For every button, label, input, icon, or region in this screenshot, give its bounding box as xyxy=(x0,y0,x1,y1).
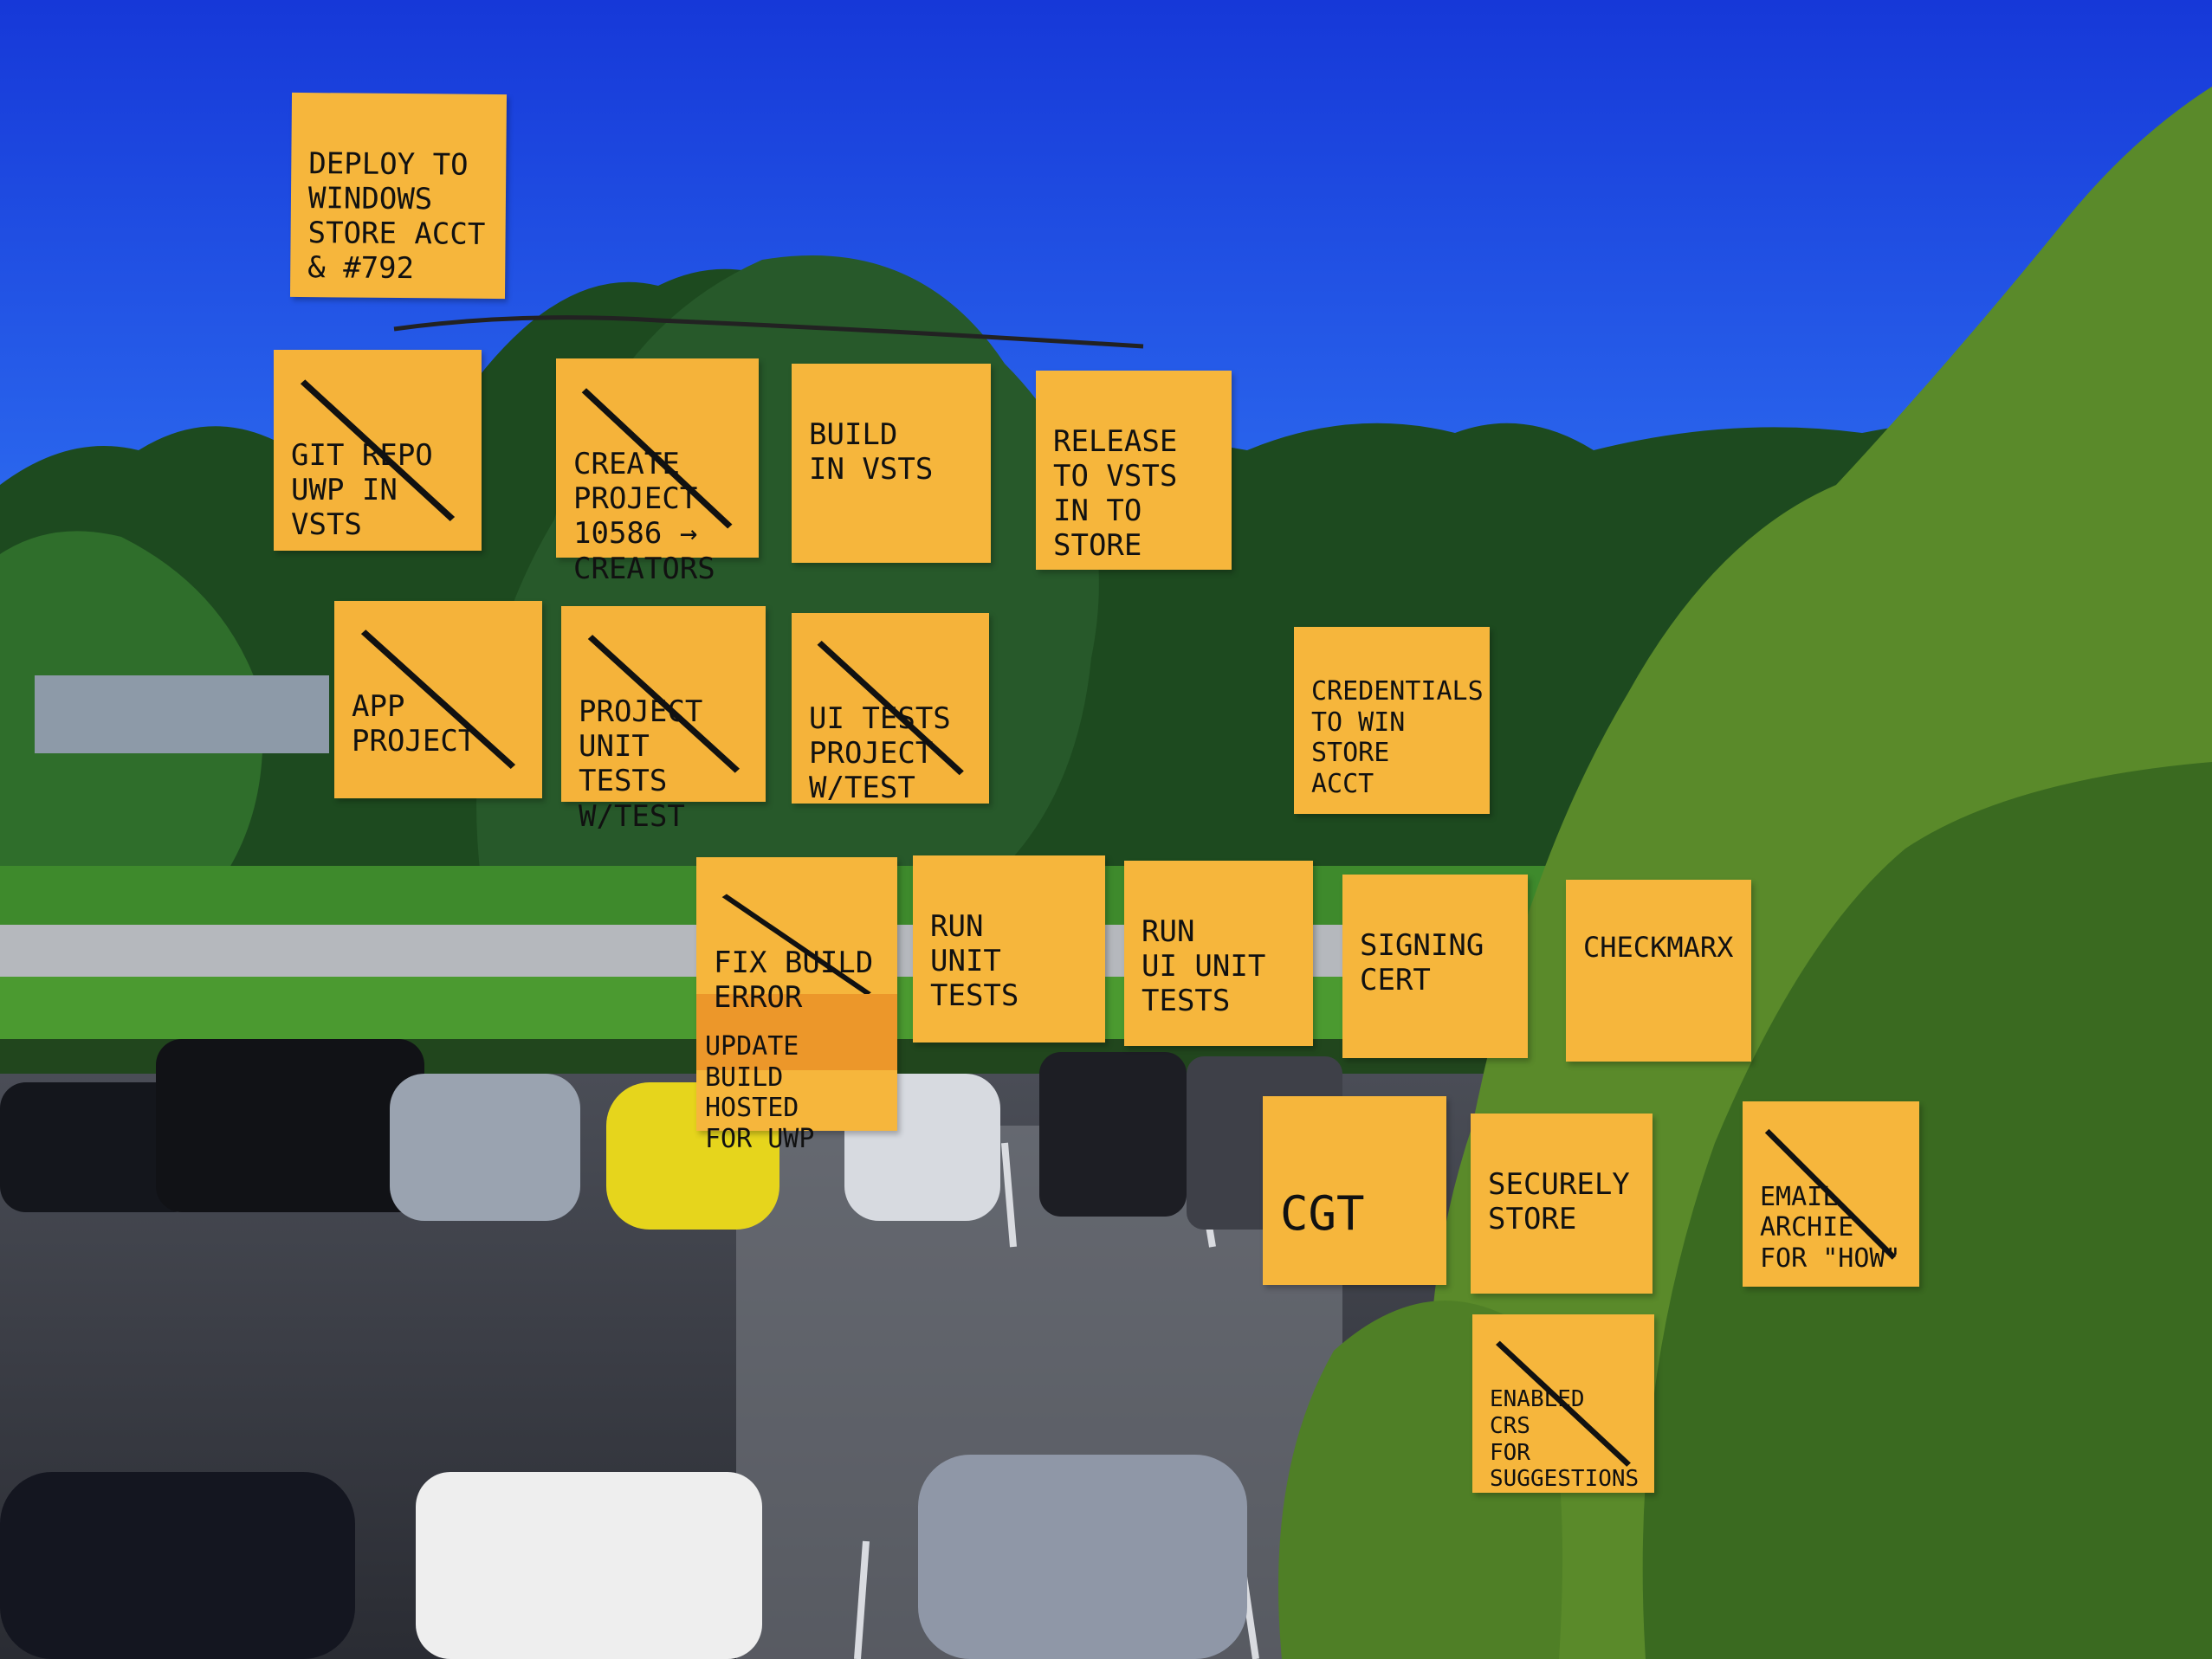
note-securely-store: Securely Store xyxy=(1471,1114,1653,1294)
note-run-unit-tests-text: Run Unit Tests xyxy=(930,909,1019,1014)
note-fix-build: Fix Build Error Update Build Hosted For … xyxy=(696,857,897,1154)
strikethrough-icon xyxy=(817,641,964,776)
marker-line xyxy=(393,315,1144,349)
note-run-unit-tests: Run Unit Tests xyxy=(913,855,1105,1043)
note-ui-tests: UI Tests Project w/Test xyxy=(792,613,989,806)
note-build-text: Build in VSTS xyxy=(809,417,934,487)
note-fix-build-subnote-text: Update Build Hosted For UWP xyxy=(705,1031,815,1154)
strikethrough-icon xyxy=(300,379,456,521)
strikethrough-icon xyxy=(360,629,516,770)
strikethrough-icon xyxy=(1765,1128,1897,1260)
note-run-ui-unit-tests-text: Run UI Unit Tests xyxy=(1142,914,1266,1019)
note-git-repo-text: Git Repo UWP in VSTS xyxy=(291,438,433,543)
note-release-text: Release to VSTS in to store xyxy=(1053,424,1178,564)
note-credentials-text: Credentials to win store Acct xyxy=(1311,676,1484,799)
note-cgt-text: CGT xyxy=(1280,1185,1365,1241)
note-enabled-crs: Enabled CRs for suggestions xyxy=(1472,1314,1654,1493)
note-enabled-crs-text: Enabled CRs for suggestions xyxy=(1490,1386,1640,1493)
strikethrough-icon xyxy=(587,635,740,773)
note-securely-store-text: Securely Store xyxy=(1488,1167,1630,1237)
note-ui-tests-text: UI Tests Project w/Test xyxy=(809,701,951,806)
strikethrough-icon xyxy=(582,387,733,529)
note-create-project: Create Project 10586 → Creators xyxy=(556,358,759,586)
foreground-tree-dark xyxy=(1642,762,2212,1659)
note-signing-cert-text: Signing Cert xyxy=(1360,928,1484,998)
note-fix-build-text: Fix Build Error xyxy=(714,946,874,1016)
note-signing-cert: Signing Cert xyxy=(1342,875,1528,1058)
note-credentials: Credentials to win store Acct xyxy=(1294,627,1490,814)
note-app-project-text: App Project xyxy=(352,689,476,759)
note-deploy: Deploy to Windows Store Acct & #792 xyxy=(289,92,508,300)
note-git-repo: Git Repo UWP in VSTS xyxy=(274,350,482,551)
note-run-ui-unit-tests: Run UI Unit Tests xyxy=(1124,861,1313,1046)
note-app-project: App Project xyxy=(334,601,542,798)
note-fix-build-subnote: Update Build Hosted For UWP xyxy=(696,994,897,1154)
note-email-archie-text: Email Archie for "how" xyxy=(1760,1181,1901,1274)
note-checkmarx: Checkmarx xyxy=(1566,880,1751,1062)
note-checkmarx-text: Checkmarx xyxy=(1583,930,1734,964)
note-build: Build in VSTS xyxy=(792,364,991,563)
note-release: Release to VSTS in to store xyxy=(1036,371,1232,570)
note-project-unit-tests: Project Unit Tests w/Test xyxy=(561,606,766,834)
note-create-project-text: Create Project 10586 → Creators xyxy=(573,447,715,586)
building xyxy=(35,675,329,753)
note-deploy-text: Deploy to Windows Store Acct & #792 xyxy=(307,146,486,287)
note-cgt: CGT xyxy=(1263,1096,1446,1285)
strikethrough-icon xyxy=(1496,1340,1631,1467)
note-project-unit-tests-text: Project Unit Tests w/Test xyxy=(579,694,703,834)
note-email-archie: Email Archie for "how" xyxy=(1743,1101,1919,1287)
strikethrough-icon xyxy=(721,894,872,996)
